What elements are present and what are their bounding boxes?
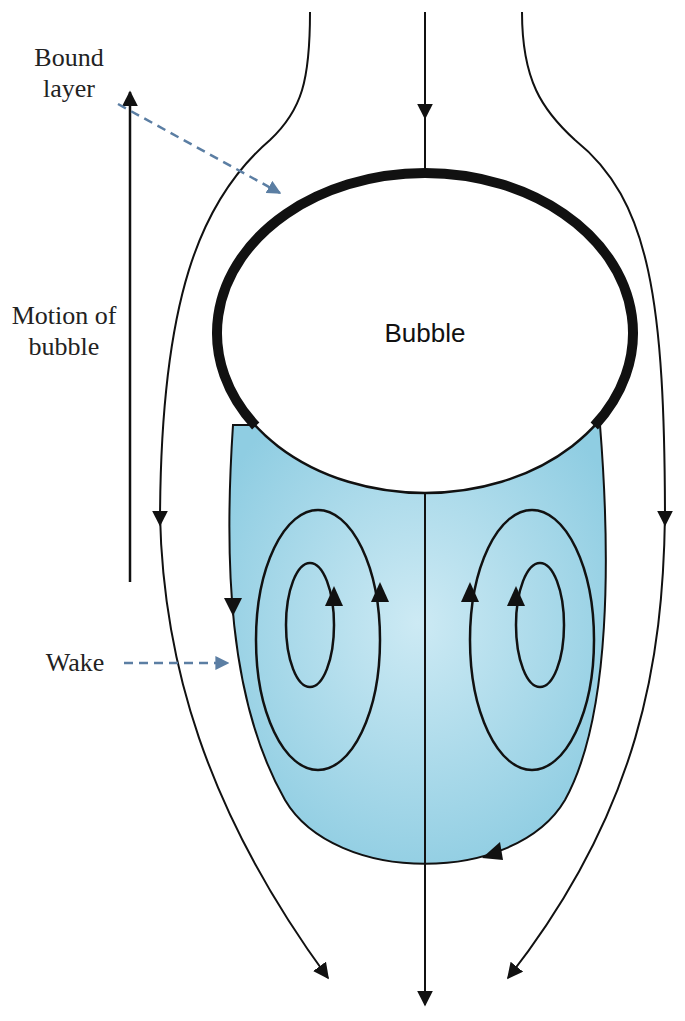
streamline <box>508 515 665 978</box>
leader-line <box>124 662 228 665</box>
vortex-inner <box>516 563 564 687</box>
center-streamline <box>424 480 426 1005</box>
motion-arrow <box>129 92 132 582</box>
motion-label: Motion of bubble <box>0 300 128 362</box>
bound-layer-label: Bound layer <box>8 42 130 104</box>
center-streamline <box>424 112 426 172</box>
vortex-outer <box>470 510 594 770</box>
vortex-outer <box>256 510 380 770</box>
vortex-inner <box>286 563 334 687</box>
wake-label: Wake <box>30 647 120 678</box>
bubble-node: Bubble <box>215 170 635 496</box>
center-streamline <box>424 12 426 118</box>
leader-line <box>118 104 280 193</box>
bubble-label: Bubble <box>385 318 466 349</box>
bound-layer-arc <box>217 173 633 426</box>
streamline <box>160 515 328 978</box>
vortex-arrows <box>224 582 525 860</box>
bubble-ellipse <box>217 173 633 493</box>
